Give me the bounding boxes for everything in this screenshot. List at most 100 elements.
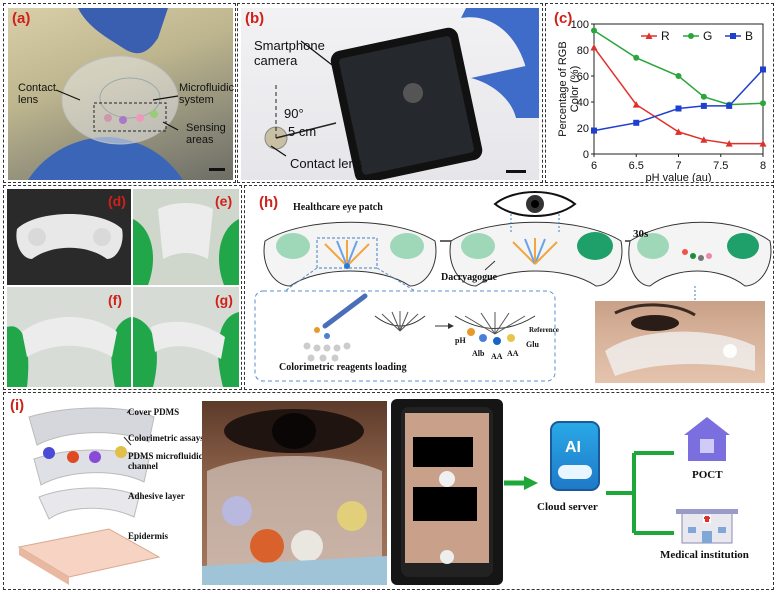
patch-stretch-f <box>7 317 131 387</box>
assay-red <box>67 451 79 463</box>
patch-2-right-pad <box>577 232 613 260</box>
label-epidermis: Epidermis <box>128 531 169 541</box>
mask-edge <box>202 556 387 585</box>
photo-f <box>7 287 131 387</box>
panel-label-a: (a) <box>12 10 31 27</box>
label-loading: Colorimetric reagents loading <box>279 362 407 373</box>
label-glu: Glu <box>526 340 539 349</box>
censor-bar-2 <box>413 487 477 521</box>
patch-1-left-pad <box>276 233 310 259</box>
legend-label-B: B <box>745 29 753 43</box>
panel-label-d: (d) <box>108 193 126 209</box>
label-angle: 90° <box>284 106 304 121</box>
patch-1-right-pad <box>390 233 424 259</box>
distance-line <box>275 122 337 139</box>
patch-shape-f <box>22 317 117 357</box>
point-G <box>700 93 707 100</box>
legend-marker-G <box>688 33 694 39</box>
phone-illustration <box>401 407 493 577</box>
y-tick-label: 60 <box>577 71 589 83</box>
x-tick-label: 7.5 <box>713 160 728 172</box>
label-time: 30s <box>633 228 649 240</box>
arrow-micro <box>152 95 179 101</box>
glove-right-g <box>218 312 239 387</box>
glove-left-g <box>133 317 157 387</box>
point-G <box>633 54 640 61</box>
panel-label-e: (e) <box>215 193 233 209</box>
point-B <box>675 105 682 112</box>
point-R <box>725 140 733 147</box>
photo-g <box>133 287 239 387</box>
x-tick-label: 6 <box>591 160 597 172</box>
fan-empty <box>374 311 426 332</box>
panel-label-c: (c) <box>554 10 573 27</box>
closeup-dot-white <box>291 530 323 562</box>
patch-2-left-pad <box>461 233 495 259</box>
phone-patch-view <box>439 471 455 487</box>
smartphone-photo <box>241 8 539 180</box>
panel-label-f: (f) <box>108 292 122 308</box>
point-R <box>700 136 708 143</box>
patch-bent-e <box>133 203 239 285</box>
worn-patch-pad <box>723 344 737 358</box>
arrow-lens <box>55 89 81 101</box>
patch-shape-d <box>16 214 123 259</box>
smartphone-illustration <box>264 8 539 180</box>
eyebrow-shape <box>614 303 696 317</box>
eye-closeup-photo <box>202 401 387 585</box>
y-tick-label: 0 <box>583 149 589 161</box>
leader-cover <box>126 410 130 414</box>
patch-circle-d2 <box>93 228 111 246</box>
legend-label-G: G <box>703 29 712 43</box>
cloud-shape <box>558 465 592 479</box>
label-camera: Smartphone camera <box>254 38 325 68</box>
y-tick-label: 20 <box>577 123 589 135</box>
fan-loaded <box>454 312 536 345</box>
green-arrow <box>504 476 538 490</box>
censor-bar-1 <box>413 437 473 467</box>
glove-left-e <box>133 219 153 285</box>
patch-flat <box>16 214 123 259</box>
point-R <box>590 43 598 51</box>
point-G <box>591 27 597 34</box>
eye-closeup-iris <box>272 413 316 449</box>
label-microfluidic: Microfluidic system <box>179 82 235 106</box>
series-line-G <box>593 29 764 106</box>
panel-a: (a) Contact lens Microfluidic system Sen… <box>3 3 236 183</box>
panel-h: (h) <box>244 185 774 390</box>
scale-bar-a <box>209 168 225 171</box>
label-aa1: AA <box>491 352 503 361</box>
panel-label-h: (h) <box>259 194 279 211</box>
layer-epidermis-edge <box>19 547 69 585</box>
layer-cover <box>28 407 155 446</box>
legend-marker-B <box>730 33 736 39</box>
assay-purple <box>89 451 101 463</box>
label-dacryagogue: Dacryagogue <box>441 272 498 283</box>
house-icon <box>684 417 730 461</box>
face-patch-photo <box>595 301 765 383</box>
patch-1-channels <box>324 240 370 267</box>
patch-shape-e <box>158 203 213 259</box>
face-patch-illustration <box>605 303 755 376</box>
branch-lines <box>606 451 674 535</box>
patch-twist-g <box>133 312 239 387</box>
point-G <box>675 73 682 79</box>
patch-2-channels <box>512 238 558 265</box>
label-reference: Reference <box>529 326 559 334</box>
y-tick-label: 40 <box>577 97 589 109</box>
phone-photo <box>391 399 503 585</box>
phone-camera-view <box>403 83 423 103</box>
zoom-line-1 <box>284 267 318 292</box>
arrow-dacryagogue <box>484 260 496 271</box>
phone-shutter <box>440 550 454 564</box>
label-distance: 5 cm <box>288 124 317 139</box>
legend-marker-R <box>645 32 653 39</box>
zoom-line-2 <box>376 267 416 292</box>
worn-patch <box>605 331 755 376</box>
label-alb: Alb <box>472 349 485 358</box>
label-assays: Colorimetric assays <box>128 433 204 443</box>
assay-yellow <box>115 446 127 458</box>
leader-assay <box>123 436 132 446</box>
point-B <box>726 102 733 109</box>
